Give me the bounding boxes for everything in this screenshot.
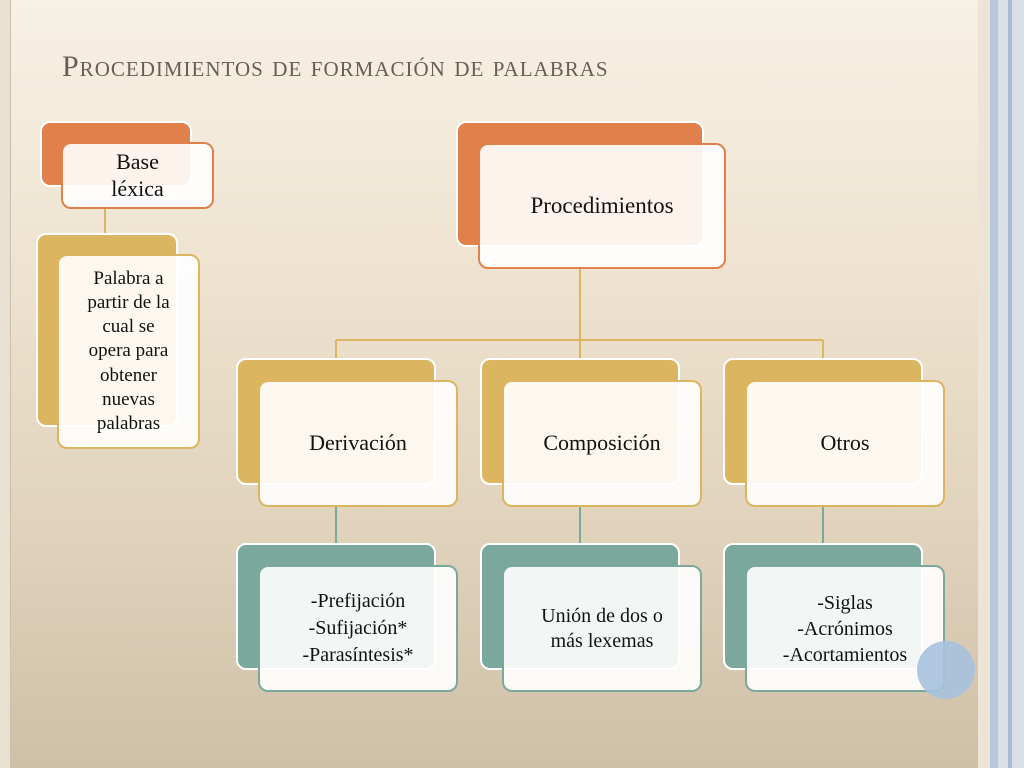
description-line: partir de la [87,292,170,314]
left-border [0,0,11,768]
derivacion-detail-line: -Prefijación [310,590,406,612]
otros-detail-line: -Acrónimos [797,617,893,640]
decorative-circle [917,641,975,699]
composicion-label: Composición [543,430,661,456]
derivacion-detail-line: -Parasíntesis* [302,644,414,666]
composicion-node: Composición [502,380,702,507]
derivacion-detail-line: -Sufijación* [308,617,408,639]
description-line: obtener [100,364,157,386]
otros-detail-node: -Siglas -Acrónimos -Acortamientos [745,565,945,692]
otros-detail-line: -Siglas [817,591,873,614]
derivacion-node: Derivación [258,380,458,507]
slide-title: Procedimientos de formación de palabras [62,50,609,83]
composicion-detail-node: Unión de dos o más lexemas [502,565,702,692]
right-frame-decoration [978,0,1024,768]
derivacion-detail-node: -Prefijación -Sufijación* -Parasíntesis* [258,565,458,692]
description-line: nuevas [102,388,155,410]
otros-label: Otros [820,430,870,456]
composicion-detail-line: más lexemas [550,629,654,652]
base-lexica-node: Base léxica [61,142,214,209]
otros-detail-line: -Acortamientos [782,643,908,666]
base-label-line: léxica [111,175,164,201]
derivacion-label: Derivación [309,430,407,456]
composicion-detail-line: Unión de dos o [541,604,663,627]
base-description-node: Palabra a partir de la cual se opera par… [57,254,200,449]
description-line: opera para [88,340,169,362]
root-node: Procedimientos [478,143,726,269]
root-label: Procedimientos [530,193,674,219]
description-line: Palabra a [93,268,164,290]
base-label-line: Base [116,149,159,175]
description-line: palabras [96,412,161,434]
otros-node: Otros [745,380,945,507]
description-line: cual se [102,316,155,338]
